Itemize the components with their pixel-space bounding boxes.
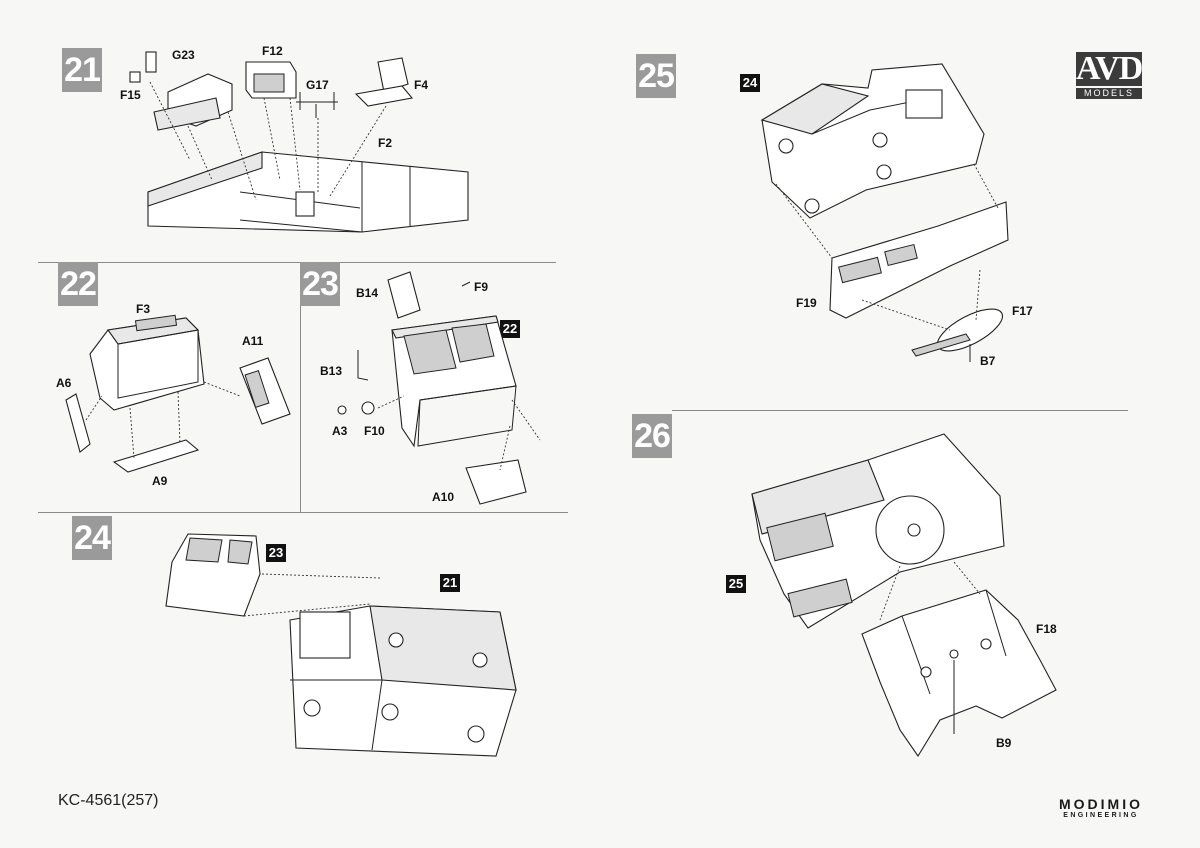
label-f9: F9 xyxy=(474,280,489,294)
label-a3: A3 xyxy=(332,424,348,438)
step-number-26: 26 xyxy=(632,414,672,458)
label-f4: F4 xyxy=(414,78,429,92)
step-number-22: 22 xyxy=(58,262,98,306)
step-number-24: 24 xyxy=(72,516,112,560)
step-number-23: 23 xyxy=(300,262,340,306)
divider-step22-top xyxy=(38,262,300,263)
ref-badge-step24-23: 23 xyxy=(266,544,286,562)
step-number-21: 21 xyxy=(62,48,102,92)
label-b7: B7 xyxy=(980,354,996,368)
kit-code: KC-4561(257) xyxy=(58,792,159,809)
label-f17: F17 xyxy=(1012,304,1033,318)
avd-logo-subtext: MODELS xyxy=(1076,88,1142,99)
label-f2: F2 xyxy=(378,136,393,150)
ref-badge-step24-21: 21 xyxy=(440,574,460,592)
label-a9: A9 xyxy=(152,474,168,488)
label-f15: F15 xyxy=(120,88,141,102)
divider-step26-top xyxy=(672,410,1128,411)
label-a6: A6 xyxy=(56,376,72,390)
label-f12: F12 xyxy=(262,44,283,58)
avd-logo-text: AVD xyxy=(1076,50,1143,87)
ref-badge-step25-24: 24 xyxy=(740,74,760,92)
label-f19: F19 xyxy=(796,296,817,310)
step-number-25: 25 xyxy=(636,54,676,98)
divider-step23-top xyxy=(300,262,556,263)
avd-models-logo: AVD MODELS xyxy=(1076,50,1143,99)
label-g17: G17 xyxy=(306,78,329,92)
divider-step22-23 xyxy=(300,262,301,512)
label-b14: B14 xyxy=(356,286,379,300)
ref-badge-step26-25: 25 xyxy=(726,575,746,593)
label-a10: A10 xyxy=(432,490,455,504)
label-f18: F18 xyxy=(1036,622,1057,636)
brand-name: MODIMIO xyxy=(1059,796,1143,812)
label-b13: B13 xyxy=(320,364,343,378)
modimio-brand: MODIMIO ENGINEERING xyxy=(1056,797,1146,820)
label-f10: F10 xyxy=(364,424,385,438)
label-g23: G23 xyxy=(172,48,195,62)
label-b9: B9 xyxy=(996,736,1012,750)
ref-badge-step23-22: 22 xyxy=(500,320,520,338)
divider-step24-top xyxy=(38,512,568,513)
label-f3: F3 xyxy=(136,302,151,316)
brand-subtitle: ENGINEERING xyxy=(1063,812,1139,819)
label-a11: A11 xyxy=(242,334,264,348)
